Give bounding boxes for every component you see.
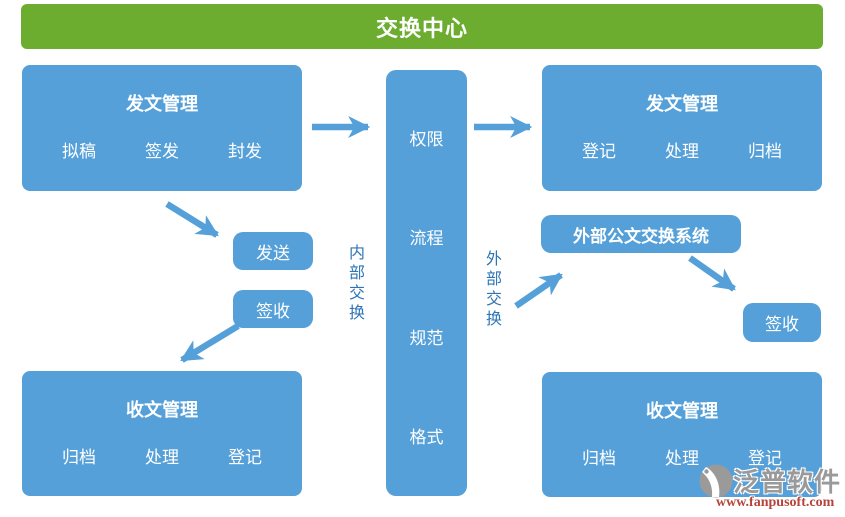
arrow-outgoing-to-send: [165, 201, 219, 238]
item-seal-send: 封发: [228, 142, 262, 161]
item-issue: 签发: [145, 142, 179, 161]
watermark-url: www.fanpusoft.com: [716, 495, 835, 510]
box-title: 发文管理: [646, 94, 718, 114]
outgoing-mgmt-right-box: 发文管理 登记 处理 归档: [542, 65, 822, 191]
item-archive: 归档: [748, 142, 782, 161]
item-process: 处理: [145, 448, 179, 467]
banner-title: 交换中心: [375, 15, 468, 41]
core-item-format: 格式: [409, 427, 444, 447]
item-draft: 拟稿: [62, 142, 96, 161]
box-items: 归档 处理 登记: [582, 448, 782, 470]
fanpu-logo-icon: [699, 464, 733, 498]
incoming-mgmt-right-box: 收文管理 归档 处理 登记: [542, 372, 822, 497]
box-title: 收文管理: [646, 401, 718, 421]
outgoing-mgmt-left-box: 发文管理 拟稿 签发 封发: [22, 65, 302, 191]
sign-receipt-label: 签收: [256, 301, 290, 321]
item-archive: 归档: [62, 448, 96, 467]
arrow-extsys-to-sign: [688, 255, 736, 292]
send-label: 发送: [256, 243, 290, 263]
external-doc-exchange-system-box: 外部公文交换系统: [541, 215, 741, 253]
watermark: 泛普软件 www.fanpusoft.com: [695, 458, 843, 516]
item-archive: 归档: [582, 449, 616, 468]
arrow-sign-to-incoming: [180, 323, 240, 363]
incoming-mgmt-left-box: 收文管理 归档 处理 登记: [22, 371, 302, 496]
item-register: 登记: [748, 449, 782, 468]
exchange-center-banner: 交换中心: [21, 4, 823, 49]
core-item-standards: 规范: [409, 328, 444, 348]
external-system-label: 外部公文交换系统: [573, 226, 709, 246]
item-register: 登记: [228, 448, 262, 467]
box-items: 登记 处理 归档: [582, 141, 782, 163]
box-title: 收文管理: [126, 400, 198, 420]
exchange-core-box: 权限 流程 规范 格式: [386, 70, 467, 496]
core-item-permissions: 权限: [409, 130, 444, 149]
sign-receipt-label: 签收: [765, 315, 799, 334]
watermark-brand: 泛普软件: [733, 467, 842, 497]
external-exchange-label: 外部交换: [483, 250, 500, 330]
box-items: 归档 处理 登记: [62, 447, 262, 469]
sign-receipt-left-box: 签收: [233, 290, 313, 328]
send-box: 发送: [233, 232, 313, 270]
sign-receipt-right-box: 签收: [743, 303, 821, 342]
arrow-external-up: [514, 272, 563, 309]
core-item-process: 流程: [409, 229, 444, 249]
box-items: 拟稿 签发 封发: [62, 141, 262, 163]
item-process: 处理: [665, 449, 699, 468]
item-process: 处理: [665, 142, 699, 161]
item-register: 登记: [582, 142, 616, 161]
internal-exchange-label: 内部交换: [346, 244, 363, 324]
box-title: 发文管理: [126, 94, 198, 114]
